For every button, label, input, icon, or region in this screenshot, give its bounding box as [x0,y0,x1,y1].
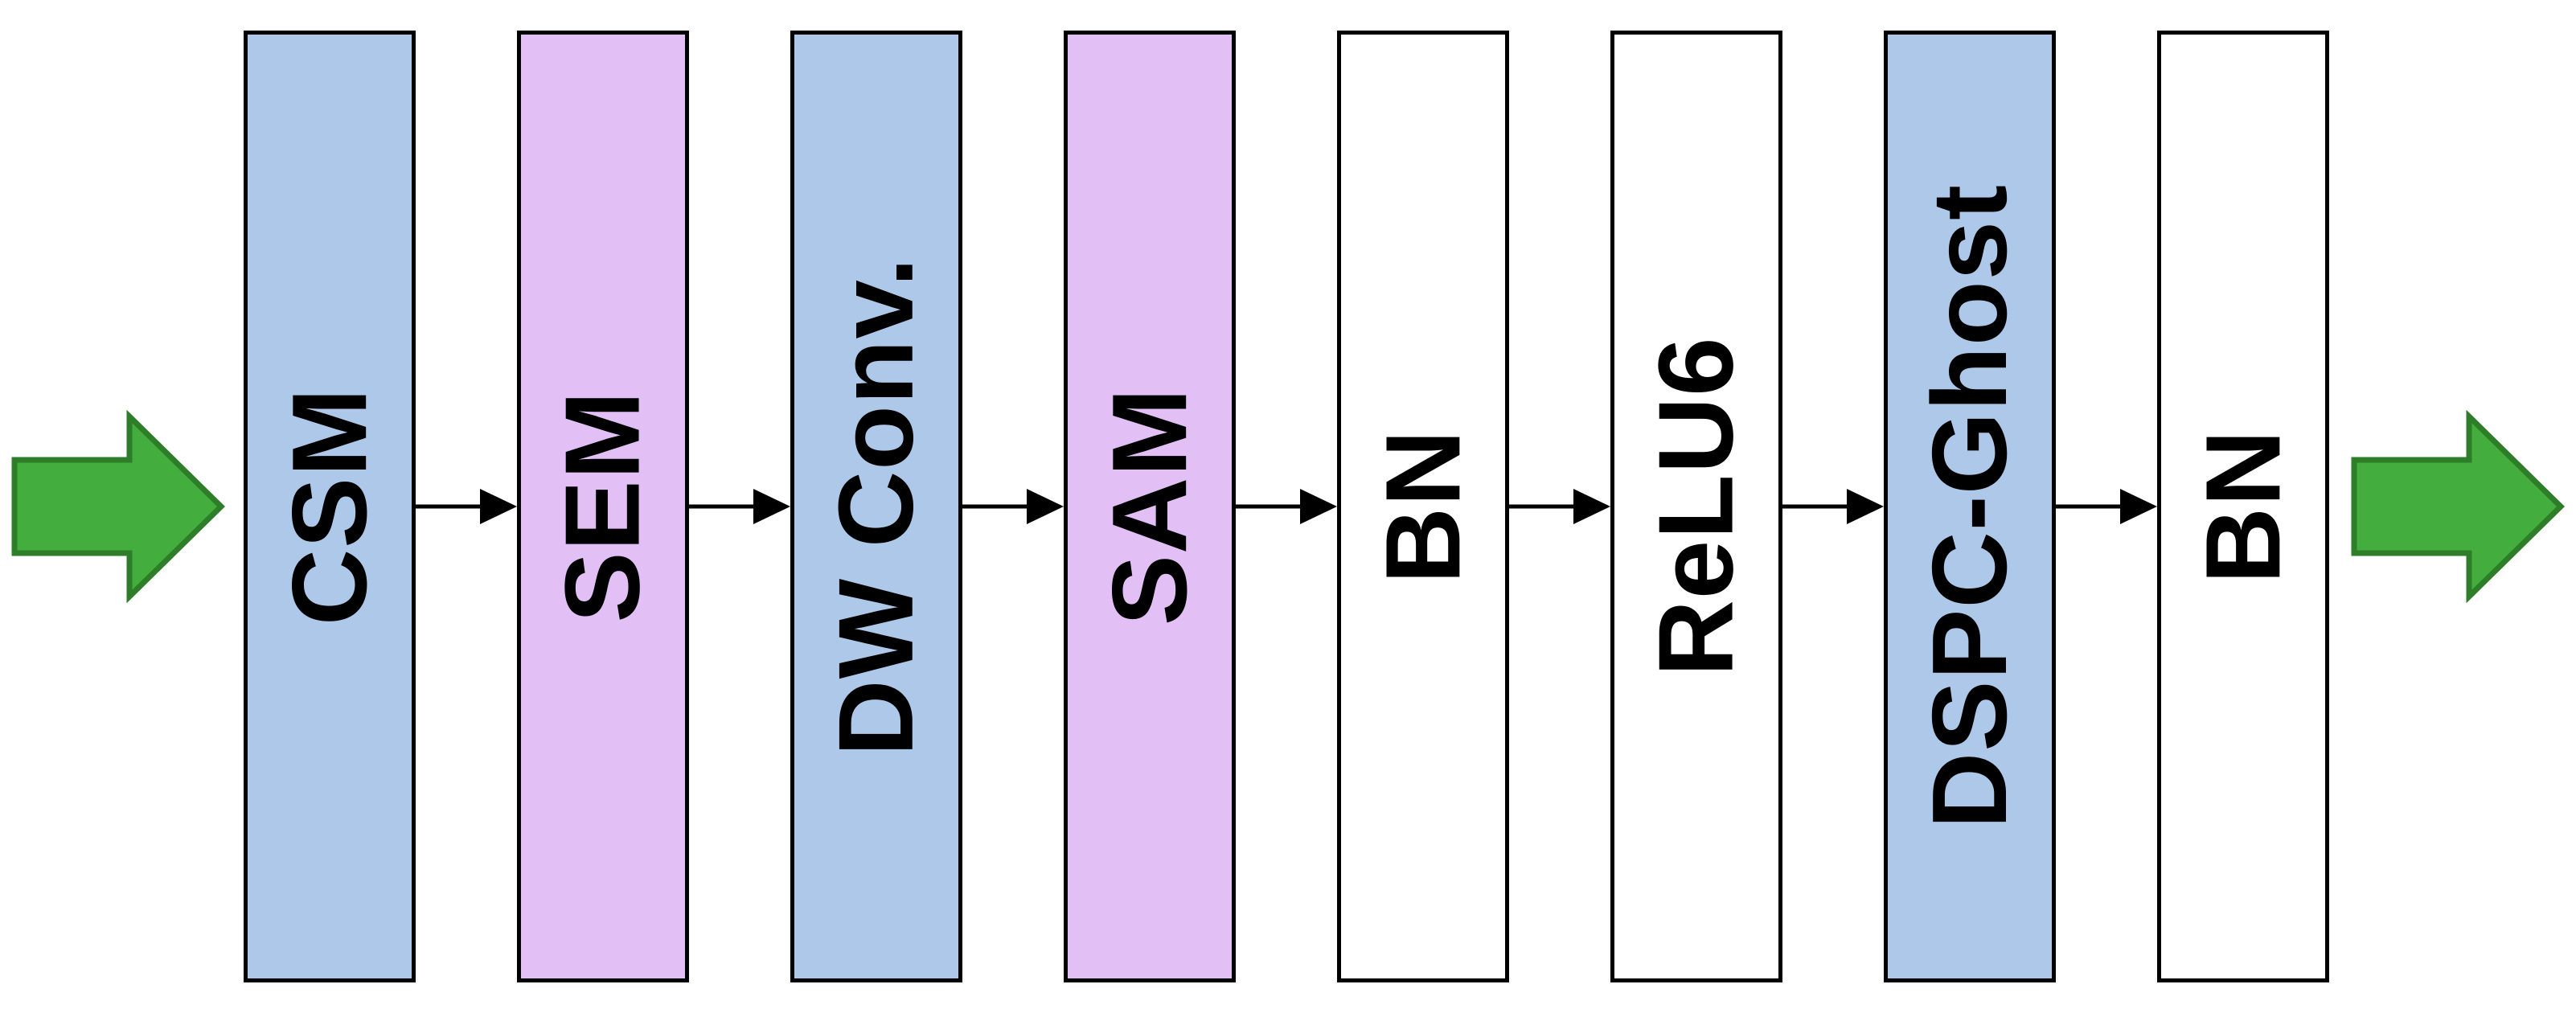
block-csm: CSM [244,31,416,982]
output-arrow-shape [2351,410,2565,603]
block-label: CSM [270,387,389,626]
block-label: BN [2184,429,2302,584]
block-label: SAM [1090,387,1209,626]
flow-arrow-icon [962,489,1064,524]
block-dw-conv: DW Conv. [790,31,962,982]
block-label: DSPC-Ghost [1910,184,2028,829]
flow-arrow-icon [2056,489,2157,524]
block-label: BN [1364,429,1482,584]
flow-arrow-icon [416,489,517,524]
block-label: ReLU6 [1637,336,1756,677]
block-relu6: ReLU6 [1610,31,1782,982]
flow-arrow-icon [1509,489,1610,524]
flow-arrow-icon [1236,489,1337,524]
block-bn-2: BN [2157,31,2329,982]
input-arrow-icon [11,410,225,603]
input-arrow-shape [11,410,225,603]
output-arrow-icon [2351,410,2565,603]
block-sam: SAM [1064,31,1236,982]
flow-arrow-icon [1782,489,1884,524]
block-sem: SEM [517,31,689,982]
block-dspc-ghost: DSPC-Ghost [1884,31,2056,982]
block-label: SEM [544,390,662,623]
block-label: DW Conv. [817,256,935,757]
block-bn-1: BN [1337,31,1509,982]
flow-arrow-icon [689,489,790,524]
